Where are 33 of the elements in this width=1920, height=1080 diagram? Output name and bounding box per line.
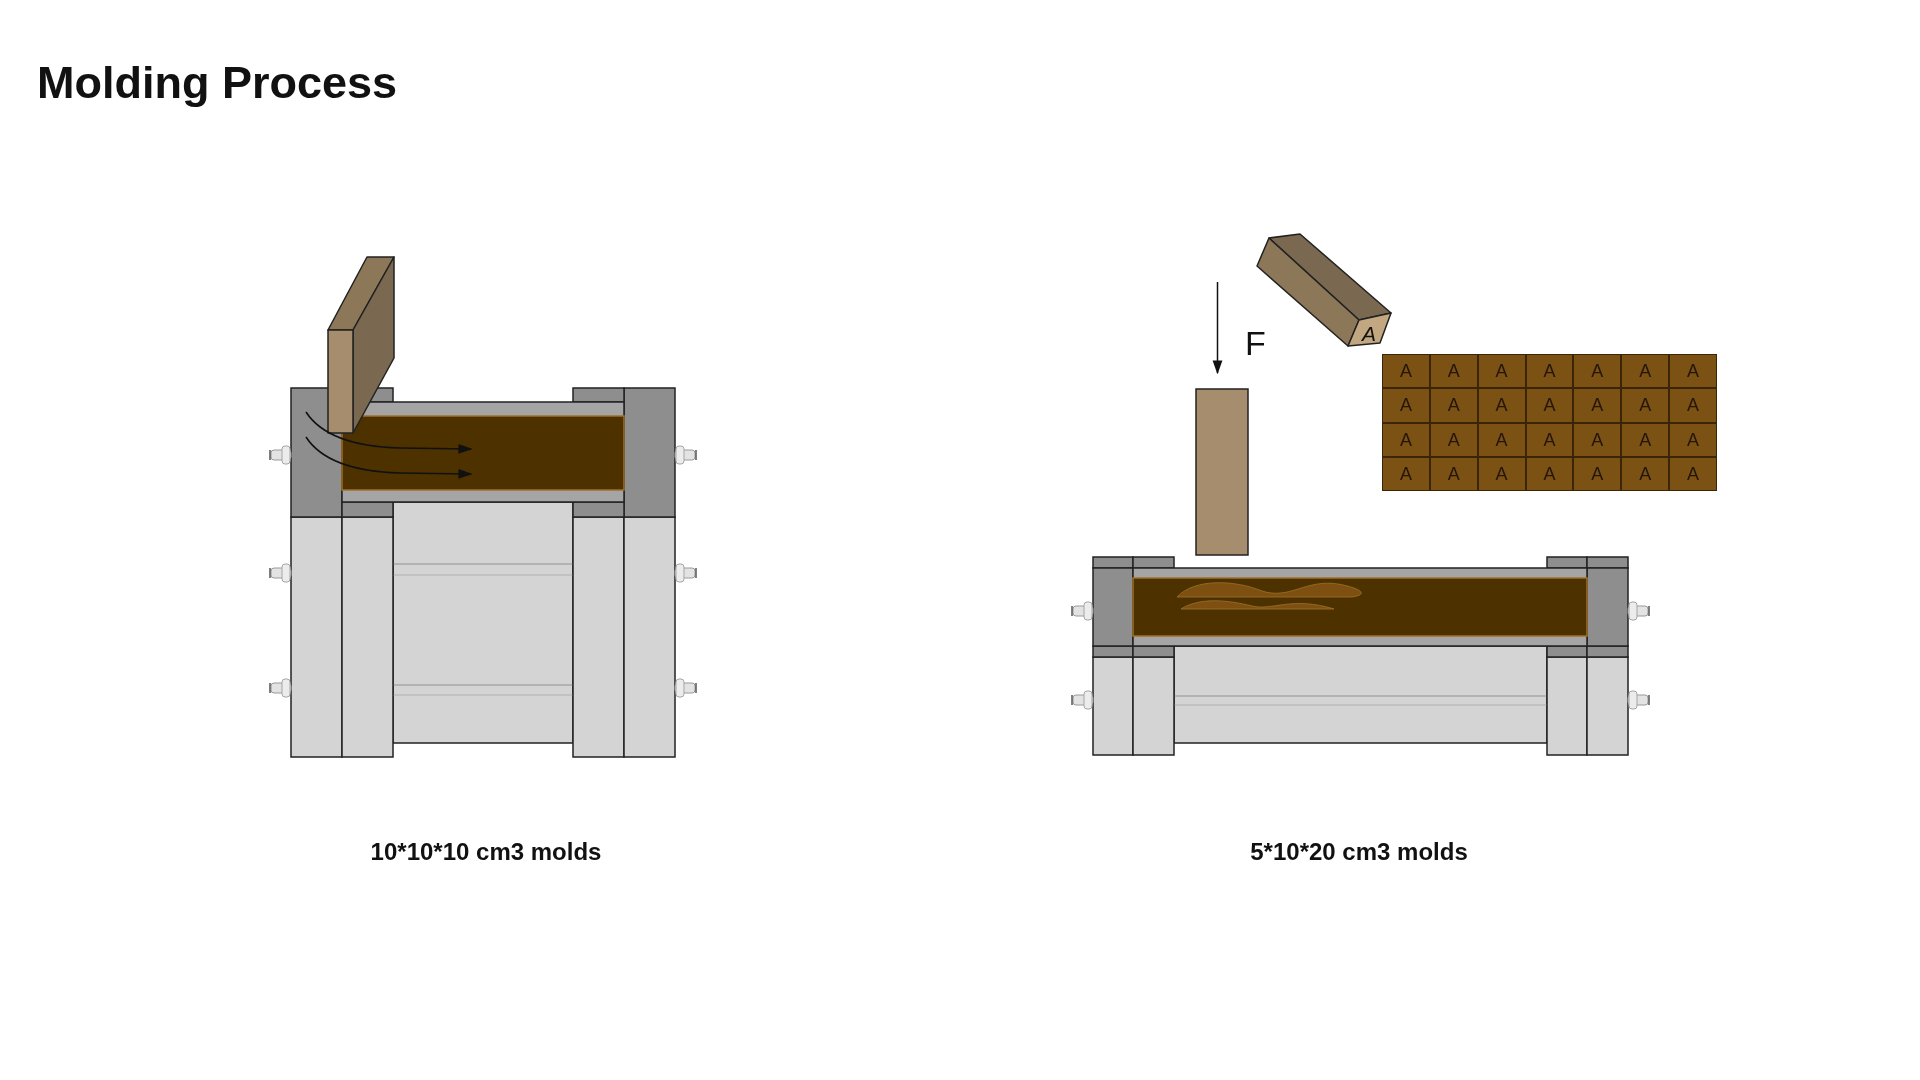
- brick-tile: A: [1573, 456, 1622, 491]
- force-label: F: [1245, 326, 1266, 360]
- brick-tile: A: [1429, 354, 1478, 389]
- brick-tile: A: [1382, 388, 1430, 423]
- brick-tile: A: [1621, 456, 1670, 491]
- brick-tile: A: [1621, 422, 1670, 457]
- caption: 5*10*20 cm3 molds: [1250, 838, 1468, 866]
- caption: 10*10*10 cm3 molds: [370, 838, 602, 866]
- brick-tile: A: [1525, 422, 1574, 457]
- letter-label: A: [1362, 323, 1376, 344]
- brick-tile: A: [1429, 456, 1478, 491]
- brick-tile: A: [1525, 456, 1574, 491]
- brick-tile: A: [1525, 388, 1574, 423]
- brick-tile: A: [1669, 354, 1717, 389]
- brick-tile: A: [1669, 388, 1717, 423]
- brick-tile: A: [1573, 354, 1622, 389]
- brick-tile: A: [1573, 388, 1622, 423]
- brick-tile: A: [1621, 354, 1670, 389]
- brick-tile: A: [1669, 456, 1717, 491]
- brick-tile: A: [1477, 456, 1526, 491]
- brick-tile: A: [1669, 422, 1717, 457]
- brick-tile: A: [1477, 354, 1526, 389]
- brick-tile: A: [1382, 422, 1430, 457]
- title: Molding Process: [37, 60, 398, 105]
- brick-tile: A: [1477, 388, 1526, 423]
- brick-tile: A: [1525, 354, 1574, 389]
- brick-tile: A: [1429, 422, 1478, 457]
- brick-tile: A: [1382, 354, 1430, 389]
- brick-tile: A: [1382, 456, 1430, 491]
- brick-tile: A: [1477, 422, 1526, 457]
- brick-tile: A: [1429, 388, 1478, 423]
- brick-tile: A: [1621, 388, 1670, 423]
- brick-tile: A: [1573, 422, 1622, 457]
